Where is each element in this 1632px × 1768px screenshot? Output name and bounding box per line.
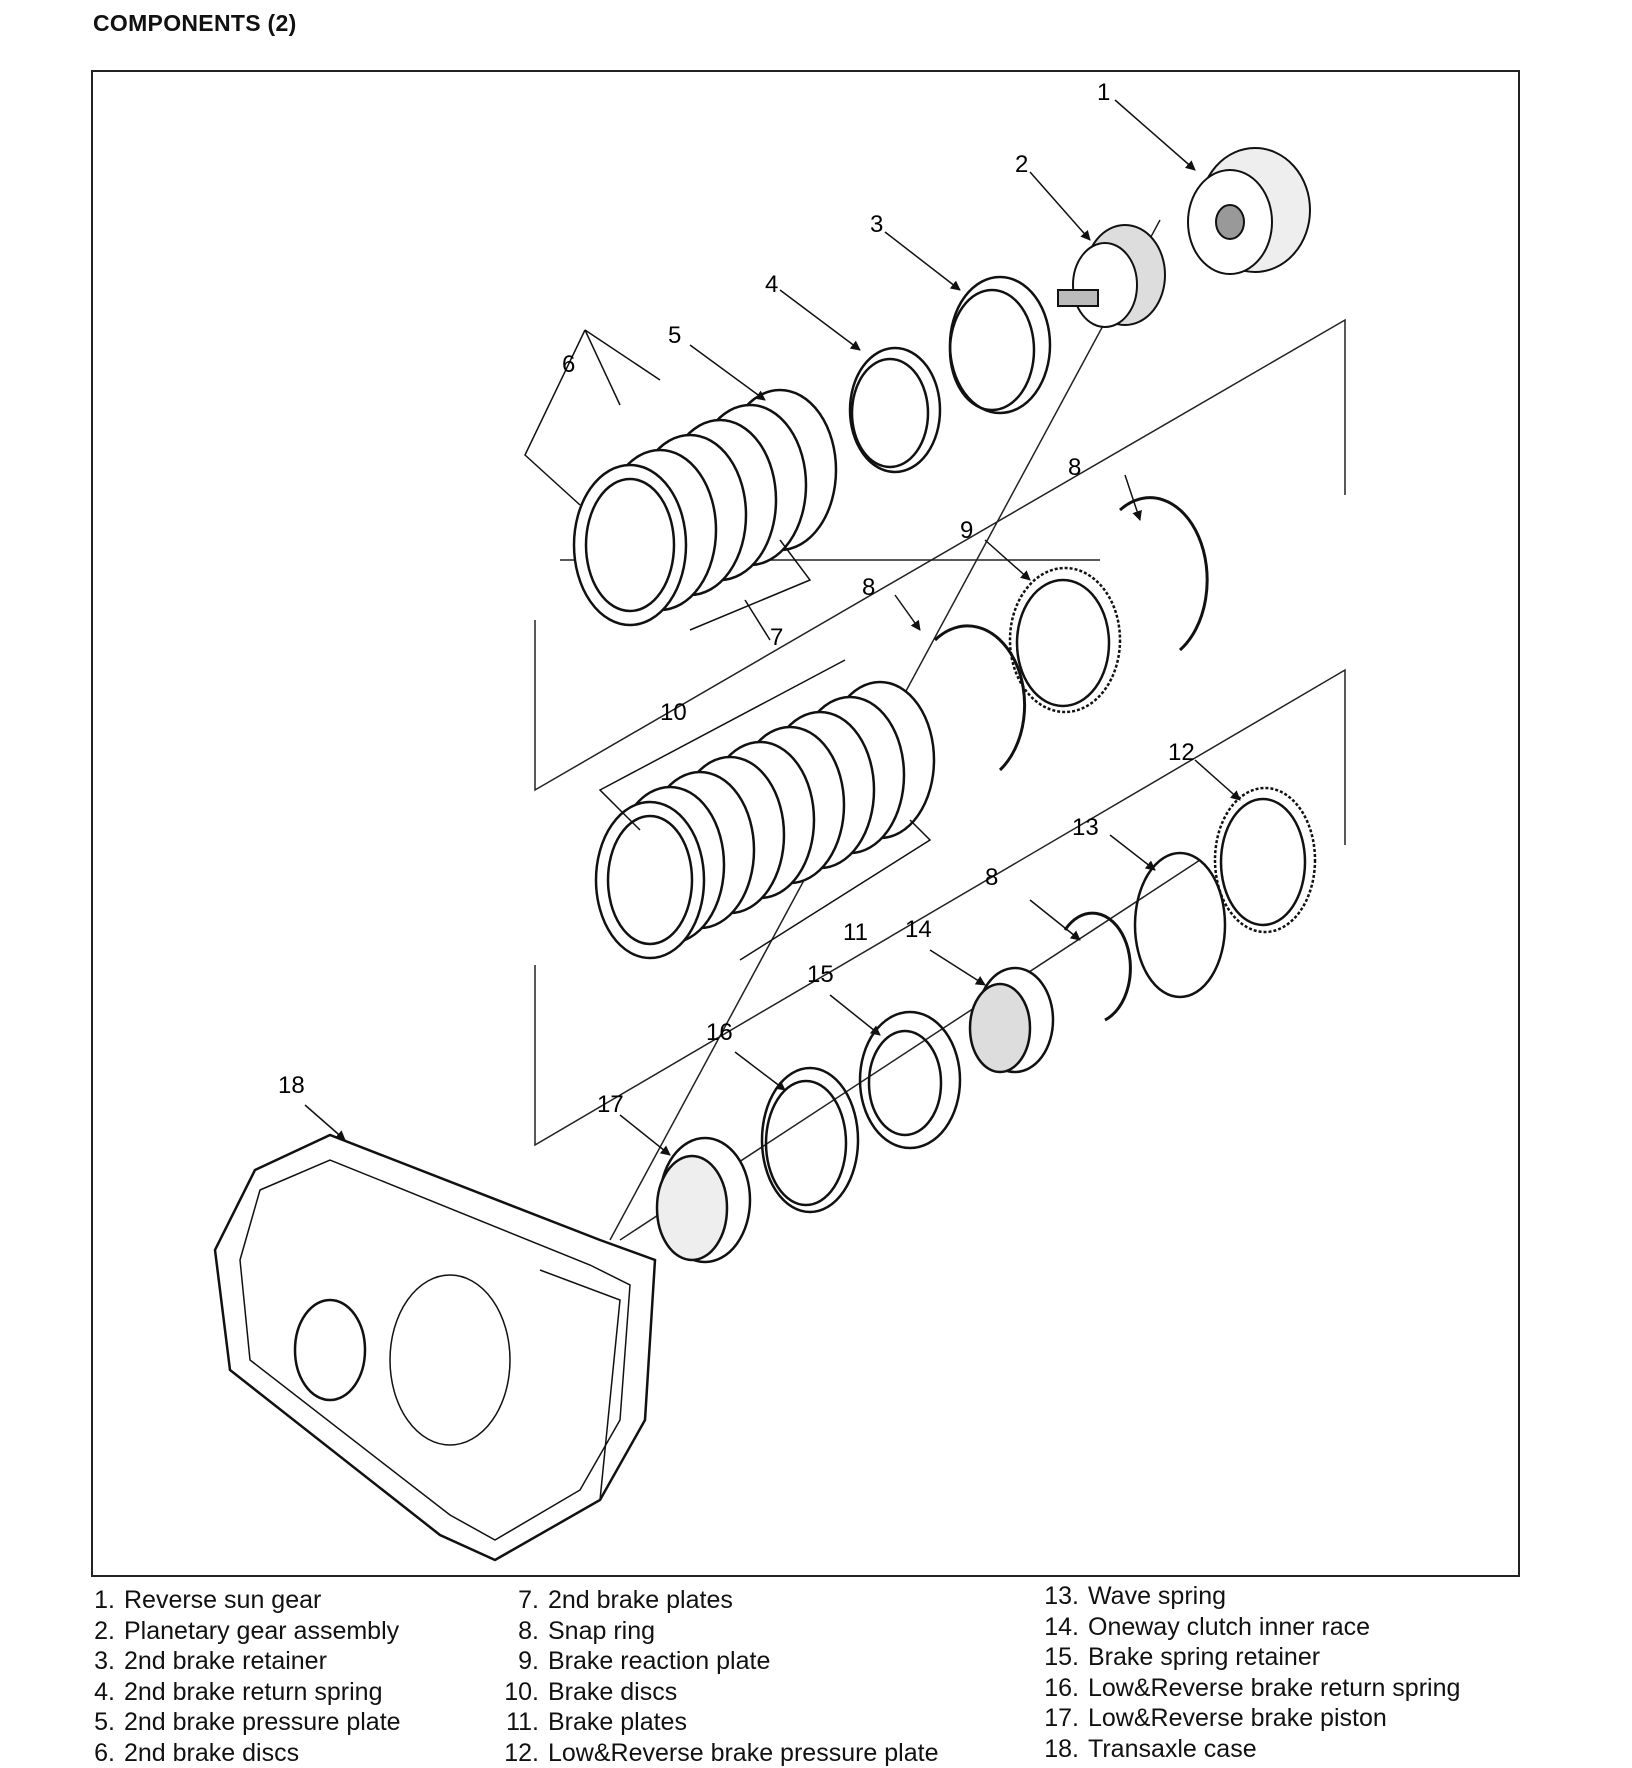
callout-15: 15 bbox=[807, 961, 834, 988]
callout-8a: 8 bbox=[1068, 454, 1081, 481]
legend-item: 10.Brake discs bbox=[503, 1677, 938, 1708]
callout-9: 9 bbox=[960, 517, 973, 544]
legend-item: 6.2nd brake discs bbox=[93, 1738, 401, 1768]
callout-8b: 8 bbox=[862, 574, 875, 601]
callout-12: 12 bbox=[1168, 739, 1195, 766]
2nd-brake-retainer-part bbox=[950, 277, 1050, 413]
parts-legend: 1.Reverse sun gear 2.Planetary gear asse… bbox=[93, 1585, 1553, 1760]
legend-item: 16.Low&Reverse brake return spring bbox=[1043, 1673, 1460, 1704]
brake-reaction-plate-part bbox=[1010, 568, 1120, 712]
brake-spring-retainer-part bbox=[860, 1012, 960, 1148]
brake-disc-stack bbox=[596, 682, 934, 958]
legend-item: 9.Brake reaction plate bbox=[503, 1646, 938, 1677]
callout-3: 3 bbox=[870, 211, 883, 238]
legend-item: 11.Brake plates bbox=[503, 1707, 938, 1738]
wave-spring-part bbox=[1135, 853, 1225, 997]
legend-item: 2.Planetary gear assembly bbox=[93, 1616, 401, 1647]
2nd-brake-disc-stack bbox=[574, 390, 836, 625]
callout-13: 13 bbox=[1072, 814, 1099, 841]
transaxle-case-part bbox=[215, 1135, 655, 1560]
legend-item: 7.2nd brake plates bbox=[503, 1585, 938, 1616]
legend-item: 15.Brake spring retainer bbox=[1043, 1642, 1460, 1673]
lr-brake-piston-part bbox=[657, 1138, 750, 1262]
legend-item: 8.Snap ring bbox=[503, 1616, 938, 1647]
legend-item: 4.2nd brake return spring bbox=[93, 1677, 401, 1708]
legend-item: 3.2nd brake retainer bbox=[93, 1646, 401, 1677]
reverse-sun-gear-part bbox=[1188, 148, 1310, 274]
callout-17: 17 bbox=[597, 1091, 624, 1118]
callout-4: 4 bbox=[765, 271, 778, 298]
callout-18: 18 bbox=[278, 1072, 305, 1099]
legend-column-2: 7.2nd brake plates 8.Snap ring 9.Brake r… bbox=[503, 1585, 938, 1768]
legend-item: 13.Wave spring bbox=[1043, 1581, 1460, 1612]
callout-2: 2 bbox=[1015, 151, 1028, 178]
lr-brake-pressure-plate-part bbox=[1215, 788, 1315, 932]
callout-labels: 1 2 3 4 5 6 7 8 9 8 10 11 12 13 8 14 15 … bbox=[278, 79, 1195, 1118]
legend-column-1: 1.Reverse sun gear 2.Planetary gear asse… bbox=[93, 1585, 401, 1768]
legend-item: 18.Transaxle case bbox=[1043, 1734, 1460, 1765]
callout-16: 16 bbox=[706, 1019, 733, 1046]
legend-item: 5.2nd brake pressure plate bbox=[93, 1707, 401, 1738]
legend-item: 12.Low&Reverse brake pressure plate bbox=[503, 1738, 938, 1768]
callout-7: 7 bbox=[770, 624, 783, 651]
legend-item: 17.Low&Reverse brake piston bbox=[1043, 1703, 1460, 1734]
planetary-gear-assembly-part bbox=[1058, 225, 1165, 327]
group-brackets bbox=[535, 320, 1345, 1145]
callout-8c: 8 bbox=[985, 864, 998, 891]
callout-5: 5 bbox=[668, 322, 681, 349]
2nd-brake-return-spring-part bbox=[850, 348, 940, 472]
legend-column-3: 13.Wave spring 14.Oneway clutch inner ra… bbox=[1043, 1581, 1460, 1764]
callout-6: 6 bbox=[562, 351, 575, 378]
snap-ring-parts bbox=[935, 498, 1207, 1020]
callout-1: 1 bbox=[1097, 79, 1110, 106]
callout-11: 11 bbox=[843, 919, 868, 946]
lr-return-spring-part bbox=[762, 1068, 858, 1212]
legend-item: 1.Reverse sun gear bbox=[93, 1585, 401, 1616]
exploded-view-diagram: 1 2 3 4 5 6 7 8 9 8 10 11 12 13 8 14 15 … bbox=[0, 0, 1632, 1580]
callout-10: 10 bbox=[660, 699, 687, 726]
callout-14: 14 bbox=[905, 916, 932, 943]
legend-item: 14.Oneway clutch inner race bbox=[1043, 1612, 1460, 1643]
